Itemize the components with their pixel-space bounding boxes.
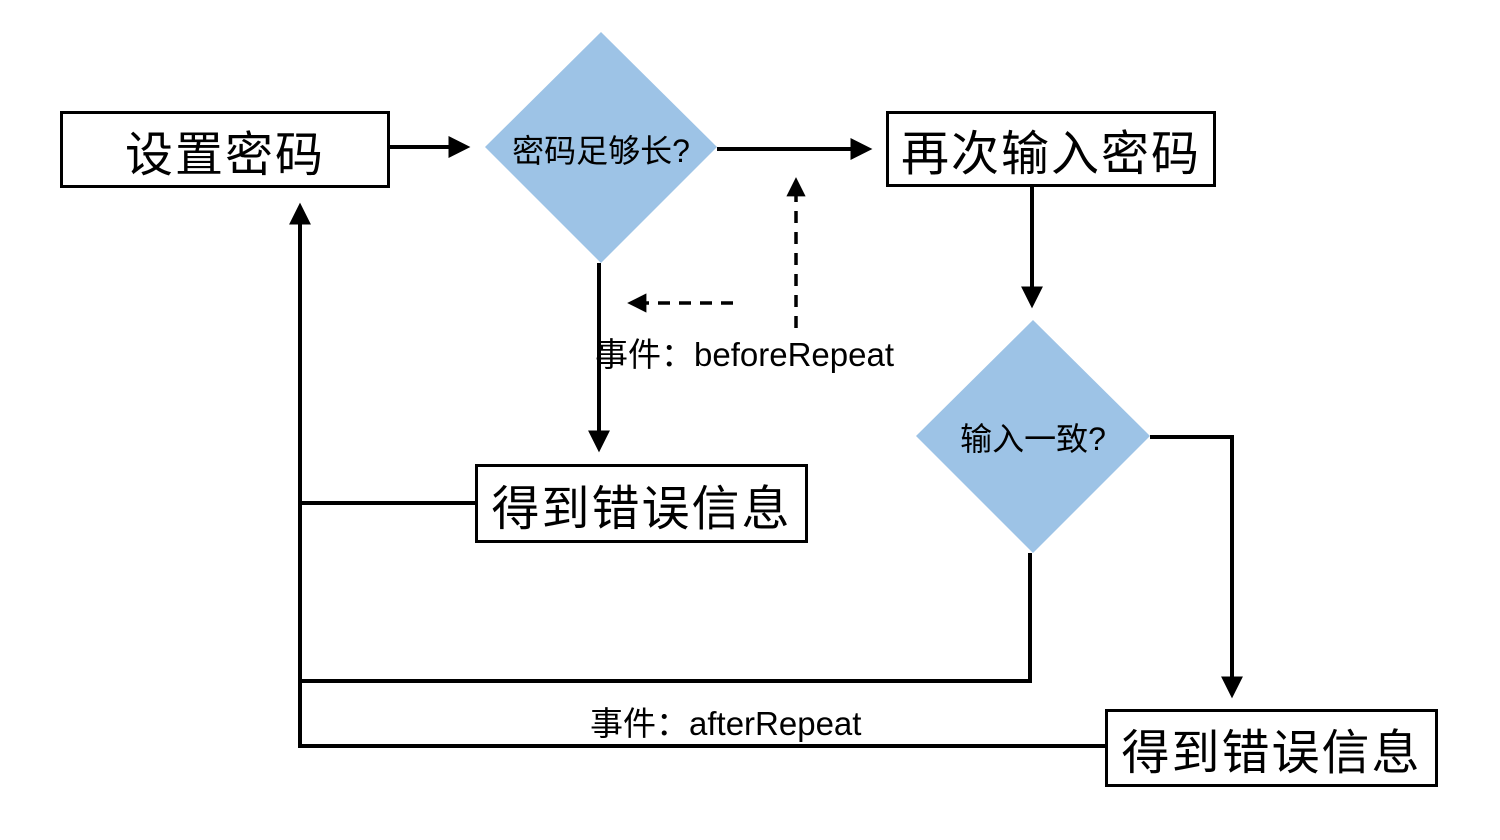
line-match-check-loop-back <box>298 553 1032 683</box>
arrow-match-check-to-error-bottom <box>1150 435 1243 699</box>
decision-diamond-length-check <box>485 32 717 263</box>
label-before-repeat-event: 事件：beforeRepeat <box>595 336 894 373</box>
node-set-password: 设置密码 <box>60 111 390 188</box>
label-after-repeat-event: 事件：afterRepeat <box>590 705 862 742</box>
node-reenter-password: 再次输入密码 <box>886 111 1216 187</box>
node-error-message-middle: 得到错误信息 <box>475 464 808 543</box>
node-error-message-bottom: 得到错误信息 <box>1105 709 1438 787</box>
decision-diamond-match-check <box>916 320 1150 553</box>
